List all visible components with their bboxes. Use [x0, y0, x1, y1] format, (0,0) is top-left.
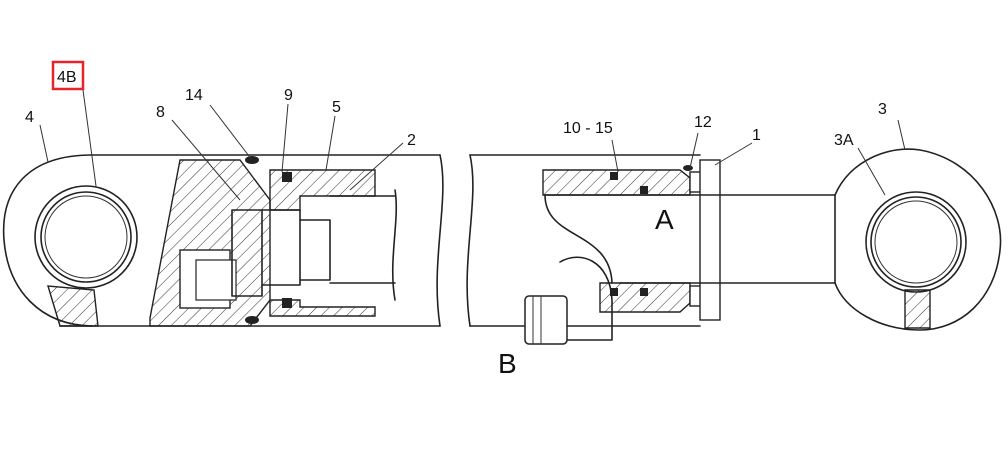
- callout-8: 8: [156, 104, 165, 121]
- port-a-label: A: [655, 204, 674, 235]
- callout-10-15: 10 - 15: [563, 120, 613, 137]
- right-eye-assembly: [834, 148, 1002, 331]
- callout-3: 3: [878, 101, 887, 118]
- callout-5: 5: [332, 99, 341, 116]
- callout-4b: 4B: [57, 69, 77, 86]
- callout-12: 12: [694, 114, 712, 131]
- break-lines: [436, 154, 474, 327]
- callout-14: 14: [185, 87, 203, 104]
- right-barrel-assembly: [469, 154, 836, 345]
- callout-3a: 3A: [834, 132, 854, 149]
- callout-2: 2: [407, 132, 416, 149]
- port-b-label: B: [498, 348, 517, 379]
- callout-9: 9: [284, 87, 293, 104]
- callout-1: 1: [752, 127, 761, 144]
- leader-lines: [39, 89, 906, 201]
- left-eye-assembly: [2, 154, 441, 327]
- callout-4: 4: [25, 109, 34, 126]
- callout-highlight-box: [51, 60, 85, 91]
